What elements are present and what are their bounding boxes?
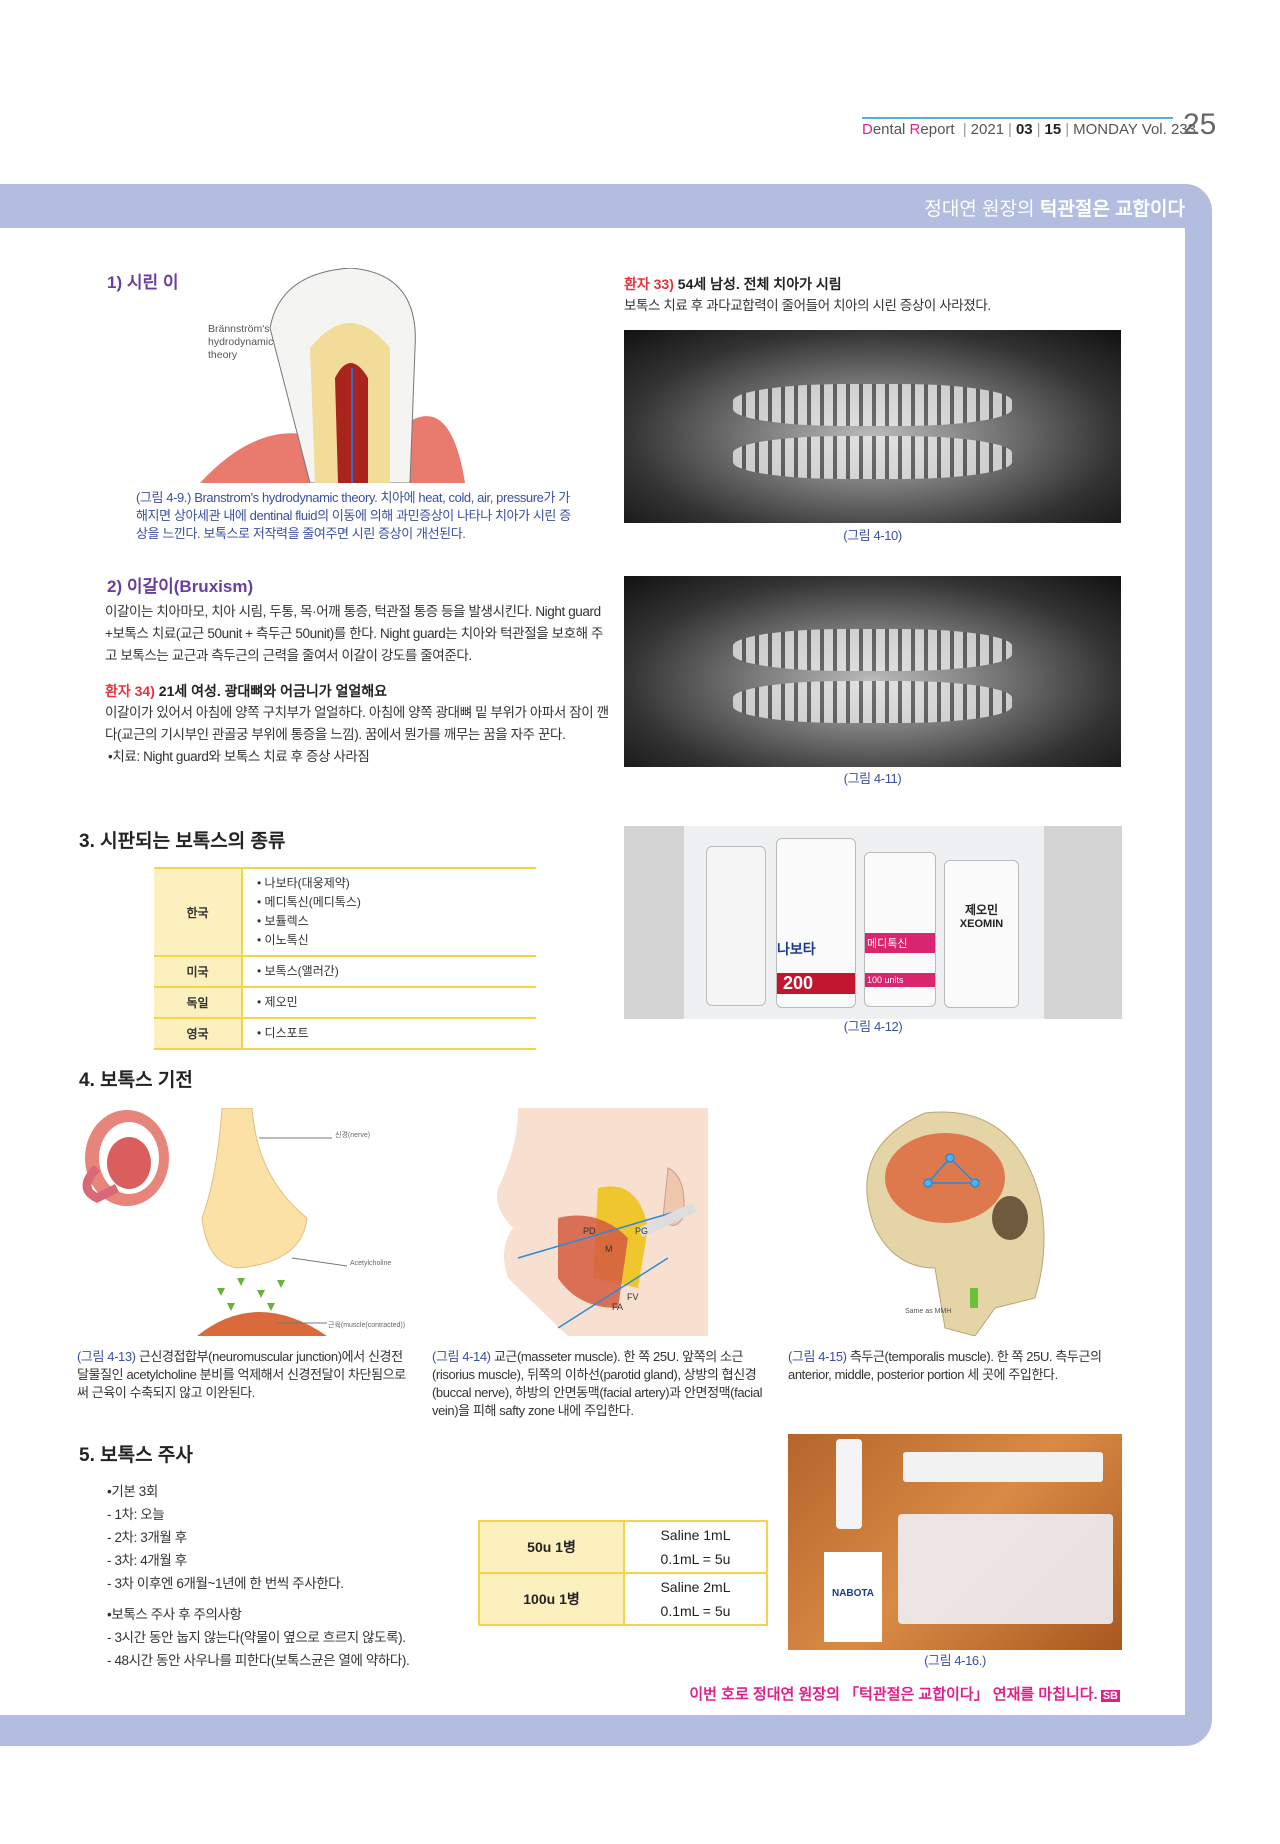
face-label-pg: PG bbox=[635, 1226, 649, 1236]
case-33-heading: 환자 33) 54세 남성. 전체 치아가 시림 bbox=[624, 276, 842, 292]
tooth-illustration bbox=[200, 268, 470, 483]
botox-brands-table: 한국• 나보타(대웅제약)• 메디톡신(메디톡스)• 보튤렉스• 이노톡신 미국… bbox=[154, 867, 536, 1050]
skull-label: Same as MMH bbox=[905, 1308, 952, 1315]
series-prefix: 정대연 원장의 bbox=[924, 199, 1035, 220]
face-label-m: M bbox=[605, 1244, 613, 1254]
masseter-injection-illustration bbox=[488, 1108, 708, 1336]
neuromuscular-junction-illustration bbox=[77, 1108, 407, 1336]
figure-4-9-caption: (그림 4-9.) Branstrom's hydrodynamic theor… bbox=[136, 490, 571, 541]
page-frame-bottom bbox=[0, 1715, 1212, 1746]
header-weekday: MONDAY bbox=[1073, 121, 1138, 138]
page-frame-right bbox=[1185, 184, 1212, 1746]
case-34-treatment: •치료: Night guard와 보톡스 치료 후 증상 사라짐 bbox=[108, 749, 370, 764]
figure-4-16-caption: (그림 4-16.) bbox=[924, 1653, 986, 1668]
brand-eport: eport bbox=[920, 121, 955, 138]
sb-badge: SB bbox=[1100, 1690, 1120, 1702]
section-3-title: 3. 시판되는 보톡스의 종류 bbox=[79, 831, 286, 852]
brand-d: D bbox=[862, 121, 873, 138]
panoramic-xray-after bbox=[624, 576, 1121, 767]
series-closing-note: 이번 호로 정대연 원장의 「턱관절은 교합이다」 연재를 마칩니다.SB bbox=[689, 1686, 1120, 1703]
panoramic-xray-before bbox=[624, 330, 1121, 523]
header-rule bbox=[862, 117, 1173, 119]
post-injection-cautions: •보톡스 주사 후 주의사항- 3시간 동안 눕지 않는다(약물이 옆으로 흐르… bbox=[107, 1607, 410, 1668]
figure-4-15-caption: (그림 4-15) 측두근(temporalis muscle). 한 쪽 25… bbox=[788, 1349, 1102, 1382]
figure-4-13-caption: (그림 4-13) 근신경접합부(neuromuscular junction)… bbox=[77, 1349, 406, 1400]
face-label-fa: FA bbox=[612, 1302, 624, 1312]
injection-supplies-photo: NABOTA bbox=[788, 1434, 1122, 1650]
face-label-fv: FV bbox=[627, 1292, 639, 1302]
header-day: 15 bbox=[1044, 121, 1062, 138]
tooth-figure-label: Brännström's hydrodynamic theory bbox=[208, 323, 274, 361]
section-2-title: 2) 이갈이(Bruxism) bbox=[107, 577, 254, 596]
case-34-heading: 환자 34) 21세 여성. 광대뼈와 어금니가 얼얼해요 bbox=[105, 683, 388, 699]
injection-schedule: •기본 3회- 1차: 오늘- 2차: 3개월 후- 3차: 4개월 후- 3차… bbox=[107, 1484, 344, 1591]
acetylcholine-label: Acetylcholine bbox=[350, 1260, 392, 1267]
table-row: 독일• 제오민 bbox=[154, 986, 536, 1019]
section-1-title: 1) 시린 이 bbox=[107, 273, 179, 292]
section-4-title: 4. 보톡스 기전 bbox=[79, 1070, 193, 1091]
section-5-title: 5. 보톡스 주사 bbox=[79, 1445, 193, 1466]
table-row: 미국• 보톡스(앨러간) bbox=[154, 955, 536, 988]
series-name: 턱관절은 교합이다 bbox=[1039, 199, 1185, 220]
header-year: 2021 bbox=[970, 121, 1005, 138]
temporalis-skull-illustration bbox=[845, 1108, 1055, 1336]
page-number: 25 bbox=[1183, 108, 1217, 141]
case-34-body: 이갈이가 있어서 아침에 양쪽 구치부가 얼얼하다. 아침에 양쪽 광대뼈 밑 … bbox=[105, 705, 609, 742]
table-row: 한국• 나보타(대웅제약)• 메디톡신(메디톡스)• 보튤렉스• 이노톡신 bbox=[154, 867, 536, 957]
series-band bbox=[0, 184, 1212, 228]
running-header: Dental Report |2021|03|15|MONDAY Vol. 23… bbox=[862, 121, 1196, 138]
muscle-label: 근육(muscle(contracted)) bbox=[328, 1322, 406, 1329]
series-title: 정대연 원장의 턱관절은 교합이다 bbox=[924, 194, 1185, 221]
bruxism-body: 이갈이는 치아마모, 치아 시림, 두통, 목·어깨 통증, 턱관절 통증 등을… bbox=[105, 604, 604, 663]
case-33-body: 보톡스 치료 후 과다교합력이 줄어들어 치아의 시린 증상이 사라졌다. bbox=[624, 298, 991, 313]
brand-ental: ental bbox=[872, 121, 910, 138]
figure-4-14-caption: (그림 4-14) 교근(masseter muscle). 한 쪽 25U. … bbox=[432, 1349, 763, 1418]
nerve-label: 신경(nerve) bbox=[335, 1132, 371, 1139]
figure-4-12-caption: (그림 4-12) bbox=[843, 1019, 903, 1034]
face-label-pd: PD bbox=[583, 1226, 596, 1236]
header-month: 03 bbox=[1015, 121, 1033, 138]
table-row: 영국• 디스포트 bbox=[154, 1017, 536, 1050]
brand-r: R bbox=[909, 121, 921, 138]
figure-4-10-caption: (그림 4-10) bbox=[843, 528, 902, 543]
header-volume: Vol. 233 bbox=[1141, 121, 1196, 138]
figure-4-11-caption: (그림 4-11) bbox=[843, 771, 902, 786]
